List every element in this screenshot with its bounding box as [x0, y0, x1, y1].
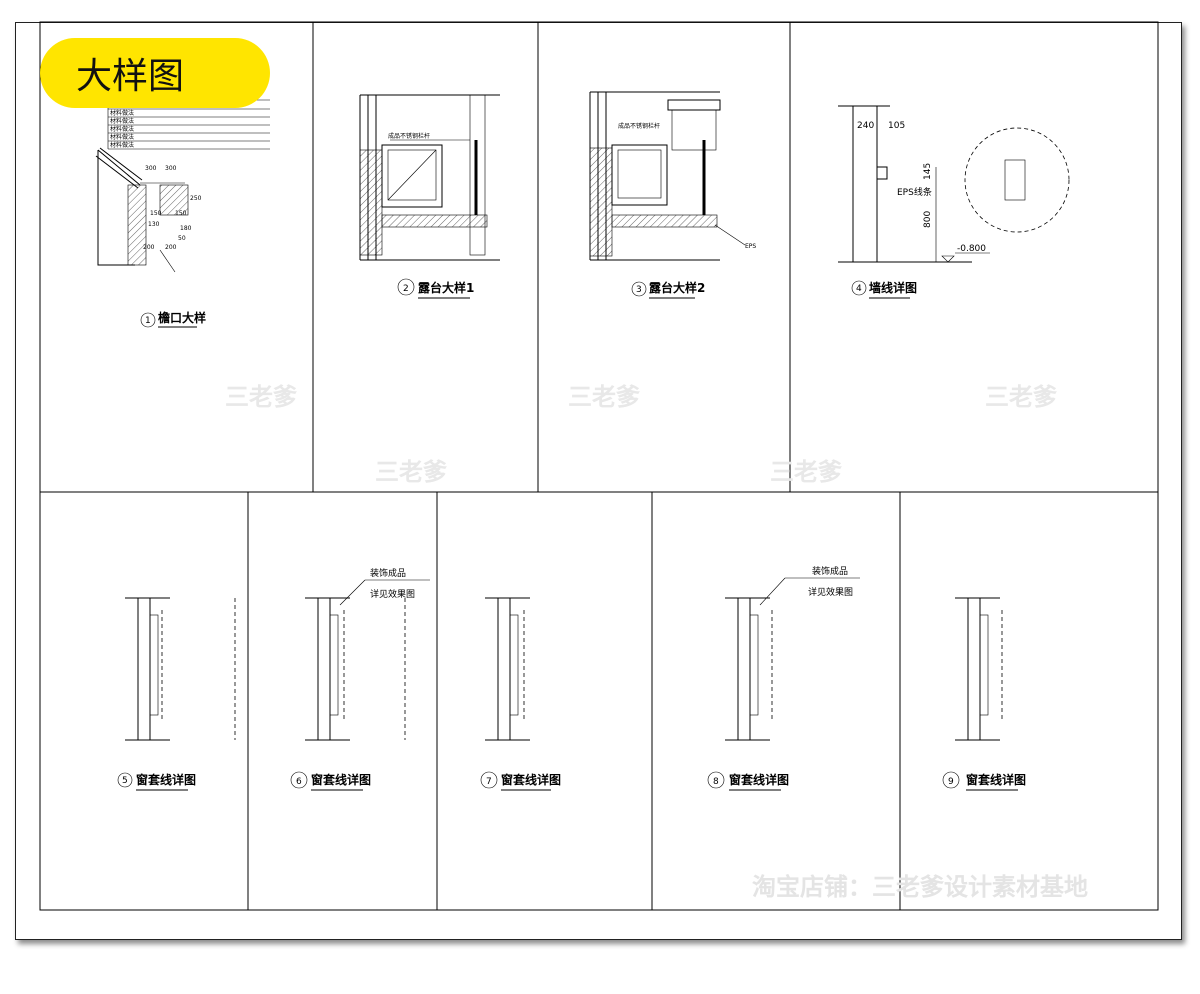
svg-text:300: 300	[145, 165, 157, 172]
svg-text:详见效果图: 详见效果图	[370, 588, 415, 600]
svg-text:EPS线条: EPS线条	[897, 186, 932, 198]
svg-text:8: 8	[713, 777, 719, 787]
detail-title: 窗套线详图	[311, 772, 371, 787]
svg-text:-0.800: -0.800	[957, 244, 986, 254]
svg-text:装饰成品: 装饰成品	[812, 565, 848, 577]
watermark: 三老爹	[568, 383, 641, 411]
svg-text:800: 800	[923, 211, 933, 228]
svg-text:详见效果图: 详见效果图	[808, 586, 853, 598]
detail-title: 露台大样2	[649, 280, 705, 295]
svg-text:240: 240	[857, 121, 874, 131]
detail-5-window-trim: 5 窗套线详图	[117, 597, 236, 791]
detail-title: 窗套线详图	[729, 772, 789, 787]
svg-text:成品不锈钢栏杆: 成品不锈钢栏杆	[388, 132, 430, 140]
detail-9-window-trim: 9 窗套线详图	[942, 597, 1026, 791]
svg-text:50: 50	[178, 235, 186, 242]
badge-label: 大样图	[75, 56, 184, 97]
detail-1-eave: 材料做法 材料做法 材料做法 材料做法 材料做法 300 300 250 150…	[95, 99, 270, 328]
svg-text:200: 200	[165, 244, 177, 251]
svg-text:6: 6	[296, 777, 302, 787]
detail-title: 窗套线详图	[501, 772, 561, 787]
title-badge: 大样图	[40, 38, 270, 108]
svg-text:材料做法: 材料做法	[110, 141, 134, 149]
svg-text:材料做法: 材料做法	[110, 117, 134, 125]
sheet-frame	[39, 21, 1159, 911]
svg-text:2: 2	[403, 284, 409, 294]
svg-text:成品不锈钢栏杆: 成品不锈钢栏杆	[618, 122, 660, 130]
svg-text:250: 250	[190, 195, 202, 202]
svg-text:130: 130	[148, 221, 160, 228]
svg-text:装饰成品: 装饰成品	[370, 567, 406, 579]
detail-7-window-trim: 7 窗套线详图	[480, 597, 561, 791]
svg-text:300: 300	[165, 165, 177, 172]
detail-title: 露台大样1	[418, 280, 474, 295]
svg-text:150: 150	[175, 210, 187, 217]
watermark: 三老爹	[770, 458, 843, 486]
svg-text:9: 9	[948, 777, 954, 787]
svg-text:200: 200	[143, 244, 155, 251]
svg-text:1: 1	[145, 316, 151, 326]
watermark: 三老爹	[985, 383, 1058, 411]
svg-text:145: 145	[923, 163, 933, 180]
detail-title: 墙线详图	[869, 280, 917, 295]
detail-3-terrace-2: EPS 成品不锈钢栏杆 3 露台大样2	[589, 91, 756, 299]
detail-title: 窗套线详图	[966, 772, 1026, 787]
svg-text:5: 5	[122, 776, 128, 786]
svg-text:150: 150	[150, 210, 162, 217]
detail-2-terrace-1: 成品不锈钢栏杆 2 露台大样1	[359, 94, 500, 299]
svg-text:105: 105	[888, 121, 905, 131]
svg-text:4: 4	[856, 284, 862, 294]
svg-text:材料做法: 材料做法	[110, 125, 134, 133]
detail-title: 檐口大样	[158, 310, 206, 325]
detail-6-window-trim: 装饰成品 详见效果图 6 窗套线详图	[290, 567, 430, 791]
svg-text:材料做法: 材料做法	[110, 133, 134, 141]
svg-text:180: 180	[180, 225, 192, 232]
detail-title: 窗套线详图	[136, 772, 196, 787]
shop-watermark: 淘宝店铺：三老爹设计素材基地	[752, 873, 1088, 901]
watermark: 三老爹	[375, 458, 448, 486]
detail-4-wall-line: 240 105 145 800 EPS线条 -0.800 4 墙线详图	[838, 105, 1070, 299]
watermark: 三老爹	[225, 383, 298, 411]
svg-text:EPS: EPS	[745, 243, 756, 250]
svg-text:7: 7	[486, 777, 492, 787]
svg-text:3: 3	[636, 285, 642, 295]
svg-text:材料做法: 材料做法	[110, 109, 134, 117]
detail-8-window-trim: 装饰成品 详见效果图 8 窗套线详图	[707, 565, 860, 791]
